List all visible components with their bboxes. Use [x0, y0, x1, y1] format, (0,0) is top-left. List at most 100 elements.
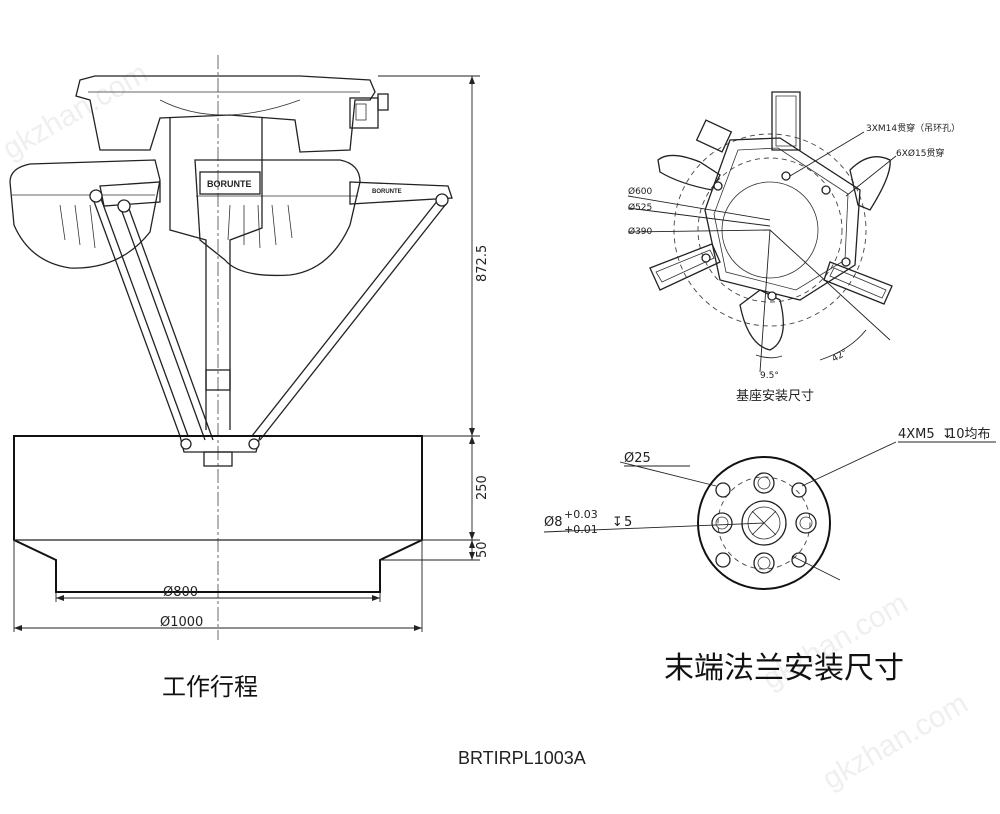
- mount-hole-2: [821, 185, 831, 195]
- base-hole-leaders: [789, 131, 897, 197]
- label-angle-9-5: 9.5°: [760, 371, 779, 381]
- joint-right: [435, 193, 449, 207]
- leader-underlines: [624, 441, 996, 467]
- base-lobe-3: [739, 289, 784, 351]
- caption-base-mount: 基座安装尺寸: [736, 389, 814, 404]
- label-pin-depth: 5: [624, 515, 632, 530]
- depth-symbol: ↧: [942, 427, 953, 442]
- flange-hole-left-inner: [715, 516, 729, 530]
- base-dia-leaders: [627, 195, 771, 233]
- base-arm-top-inner: [775, 95, 797, 147]
- flange-view: Ø25 4XM5 10均布 ↧ Ø8 +0.03 +0.01 ↧ 5 末端法兰安…: [543, 427, 996, 686]
- base-arm-right-inner: [829, 267, 887, 299]
- thread-hole-1: [715, 482, 731, 498]
- label-thread-depth: 10均布: [948, 427, 991, 442]
- rod-right: [251, 199, 447, 441]
- motor-cover-left: [9, 159, 161, 269]
- label-dia-25: Ø25: [624, 451, 651, 466]
- base-body-inner: [713, 147, 849, 291]
- mount-hole-4: [781, 171, 791, 181]
- connector-plug: [377, 93, 389, 111]
- rod-left-2: [119, 205, 214, 441]
- leader-pin: [543, 522, 765, 533]
- mount-hole-3: [767, 291, 777, 301]
- flange-hole-top: [753, 472, 775, 494]
- height-extension-lines: [378, 75, 480, 561]
- flange-hole-top-inner: [757, 476, 771, 490]
- thread-hole-4: [791, 552, 807, 568]
- caption-end-flange: 末端法兰安装尺寸: [664, 651, 904, 686]
- label-dia-600: Ø600: [628, 186, 653, 197]
- rod-left-1: [91, 195, 189, 437]
- base-circle-525: [697, 157, 843, 303]
- flange-hole-right-inner: [799, 516, 813, 530]
- dim-dia-800: Ø800: [163, 585, 198, 600]
- label-pin-dia: Ø8: [544, 515, 563, 530]
- caption-work-stroke: 工作行程: [162, 673, 258, 701]
- ee-joint-1: [180, 438, 192, 450]
- base-view: Ø600 Ø525 Ø390 3XM14贯穿（吊环孔） 6XØ15贯穿 9.5°…: [627, 91, 960, 404]
- base-body: [704, 137, 861, 301]
- dim-height-872: 872.5: [475, 245, 490, 282]
- label-tol-lower: +0.01: [564, 523, 598, 536]
- base-arm-left: [649, 243, 721, 291]
- dim-height-250: 250: [475, 475, 490, 500]
- flange-pin-hole: [747, 506, 781, 540]
- brand-text: BORUNTE: [207, 179, 252, 189]
- base-arm-top: [771, 91, 801, 151]
- flange-hole-left: [711, 512, 733, 534]
- joint-left-2: [117, 199, 131, 213]
- end-effector-flange: [203, 451, 233, 467]
- mount-hole-5: [701, 253, 711, 263]
- end-effector-platform: [179, 435, 261, 453]
- housing-curve: [159, 99, 301, 116]
- leader-thread-lower: [791, 555, 841, 581]
- label-m14-holes: 3XM14贯穿（吊环孔）: [866, 122, 960, 134]
- base-circle-390: [721, 181, 819, 279]
- motor-cover-right: [194, 159, 361, 277]
- base-connector: [695, 119, 733, 153]
- watermark-right-2: gkzhan.com: [817, 687, 974, 796]
- label-dia-390: Ø390: [628, 226, 653, 237]
- cover-fins: [59, 204, 293, 249]
- mount-hole-1: [713, 181, 723, 191]
- upper-arm-right: [349, 181, 453, 205]
- mount-hole-6: [841, 257, 851, 267]
- label-angle-42: 42°: [831, 348, 850, 365]
- label-15-holes: 6XØ15贯穿: [896, 147, 944, 159]
- connector-port: [355, 103, 367, 121]
- label-dia-525: Ø525: [628, 202, 652, 213]
- base-arm-left-inner: [655, 249, 715, 283]
- base-lobe-2: [849, 156, 891, 211]
- leader-thread: [801, 441, 897, 487]
- flange-hole-bottom: [753, 552, 775, 574]
- base-arm-right: [823, 261, 893, 305]
- pin-depth-symbol: ↧: [612, 515, 623, 530]
- flange-hole-bottom-inner: [757, 556, 771, 570]
- diameter-dimension-lines: [14, 597, 422, 629]
- base-circle-600: [673, 133, 867, 327]
- brand-text-arm: BORUNTE: [372, 189, 402, 195]
- side-view: BORUNTE BORUNTE 872.5 250 50: [9, 55, 490, 701]
- base-lobe-1: [657, 154, 721, 191]
- joint-left-1: [89, 189, 103, 203]
- label-thread: 4XM5: [898, 427, 935, 442]
- thread-hole-3: [715, 552, 731, 568]
- base-angle-lines: [759, 229, 891, 373]
- model-number: BRTIRPL1003A: [458, 748, 586, 768]
- center-column: [169, 118, 263, 430]
- column-coupler: [205, 369, 231, 391]
- upper-arm-left: [99, 181, 161, 207]
- brand-plate: [199, 171, 261, 195]
- flange-hole-right: [795, 512, 817, 534]
- ee-joint-2: [248, 438, 260, 450]
- robot-base-housing: [75, 75, 376, 153]
- dim-dia-1000: Ø1000: [160, 615, 203, 630]
- connector-box: [349, 97, 379, 129]
- label-tol-upper: +0.03: [564, 508, 598, 521]
- flange-outer-circle: [697, 456, 831, 590]
- flange-center-bore: [741, 500, 787, 546]
- dim-height-50: 50: [475, 541, 490, 558]
- thread-hole-2: [791, 482, 807, 498]
